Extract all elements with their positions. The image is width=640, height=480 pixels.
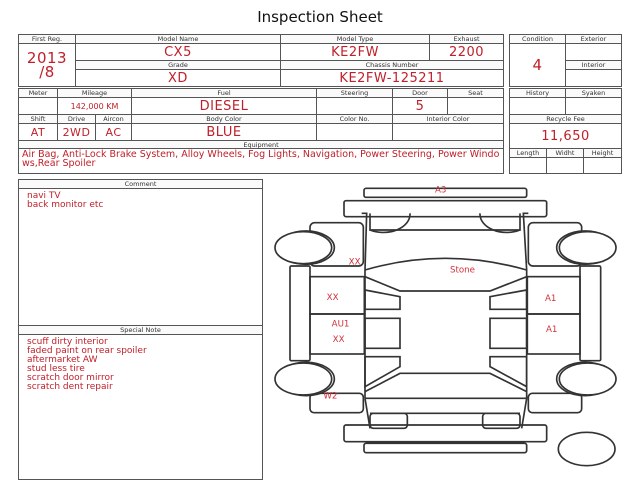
body-color-value: BLUE [131, 123, 317, 141]
special-note-panel: Special Note scuff dirty interior faded … [18, 325, 263, 480]
condition-value: 4 [509, 43, 566, 87]
mark-left-pillar: XX [349, 258, 361, 268]
shift-value: AT [18, 123, 58, 141]
interior-value [565, 69, 622, 87]
first-reg-year: 2013 [26, 49, 68, 67]
mark-left-rear-wheel: W2 [323, 392, 337, 402]
color-no-value [316, 123, 393, 141]
mileage-value: 142,000 KM [57, 97, 132, 115]
left-rear-fender [309, 392, 365, 414]
note-line: scratch dent repair [27, 382, 113, 392]
rear-strip [363, 442, 528, 454]
comment-line: navi TV [27, 191, 61, 201]
windshield [364, 257, 527, 271]
exhaust-value: 2200 [429, 43, 504, 61]
fuel-value: DIESEL [131, 97, 317, 115]
height-value [583, 157, 622, 174]
mark-left-rear-door-2: XX [333, 335, 345, 345]
hood [361, 212, 529, 271]
mark-left-front-door: XX [327, 293, 339, 303]
interior-color-value [392, 123, 504, 141]
history-value [509, 97, 566, 115]
front-bumper [343, 199, 548, 218]
special-note-text: scuff dirty interior faded paint on rear… [19, 336, 262, 394]
mark-left-rear-door-1: AU1 [332, 320, 350, 330]
page-title: Inspection Sheet [257, 8, 383, 26]
syaken-value [565, 97, 622, 115]
spare-tire [557, 431, 616, 467]
model-type-value: KE2FW [280, 43, 430, 61]
meter-value [18, 97, 58, 115]
note-line: scratch door mirror [27, 373, 114, 383]
mark-right-front-door: A1 [545, 294, 556, 304]
right-rear-lamp [481, 412, 521, 430]
special-note-label: Special Note [18, 325, 263, 335]
comment-text: navi TV back monitor etc [19, 190, 262, 212]
right-rear-fender [527, 392, 583, 414]
note-line: stud less tire [27, 364, 85, 374]
model-name-value: CX5 [75, 43, 281, 61]
rear-section [364, 397, 528, 429]
first-reg-month: /8 [39, 63, 55, 81]
first-reg-value: 2013/8 [18, 43, 76, 87]
length-value [509, 157, 547, 174]
grade-value: XD [75, 69, 281, 87]
front-wheel-arches [369, 213, 521, 234]
door-value: 5 [392, 97, 448, 115]
note-line: aftermarket AW [27, 355, 98, 365]
chassis-value: KE2FW-125211 [280, 69, 504, 87]
note-line: faded paint on rear spoiler [27, 346, 147, 356]
right-sill [579, 265, 602, 362]
comment-panel: Comment navi TV back monitor etc [18, 179, 263, 327]
exterior-value [565, 43, 622, 61]
aircon-value: AC [95, 123, 132, 141]
front-strip [363, 187, 528, 199]
roof [364, 275, 528, 393]
mark-right-rear-door: A1 [546, 325, 557, 335]
comment-label: Comment [18, 179, 263, 189]
comment-line: back monitor etc [27, 200, 104, 210]
seat-value [447, 97, 504, 115]
width-value [546, 157, 584, 174]
mark-rear-bumper: A3 [435, 186, 446, 196]
mark-roof: Stone [450, 266, 475, 276]
note-line: scuff dirty interior [27, 337, 108, 347]
windows [364, 288, 528, 389]
equipment-value: Air Bag, Anti-Lock Brake System, Alloy W… [18, 148, 504, 174]
recycle-fee-value: 11,650 [509, 123, 622, 149]
left-sill [289, 265, 311, 362]
car-damage-diagram: A3 XX Stone XX AU1 XX W2 A1 A1 [274, 186, 617, 467]
drive-value: 2WD [57, 123, 96, 141]
left-rear-lamp [369, 412, 409, 430]
steering-value [316, 97, 393, 115]
rear-bumper [343, 424, 548, 443]
